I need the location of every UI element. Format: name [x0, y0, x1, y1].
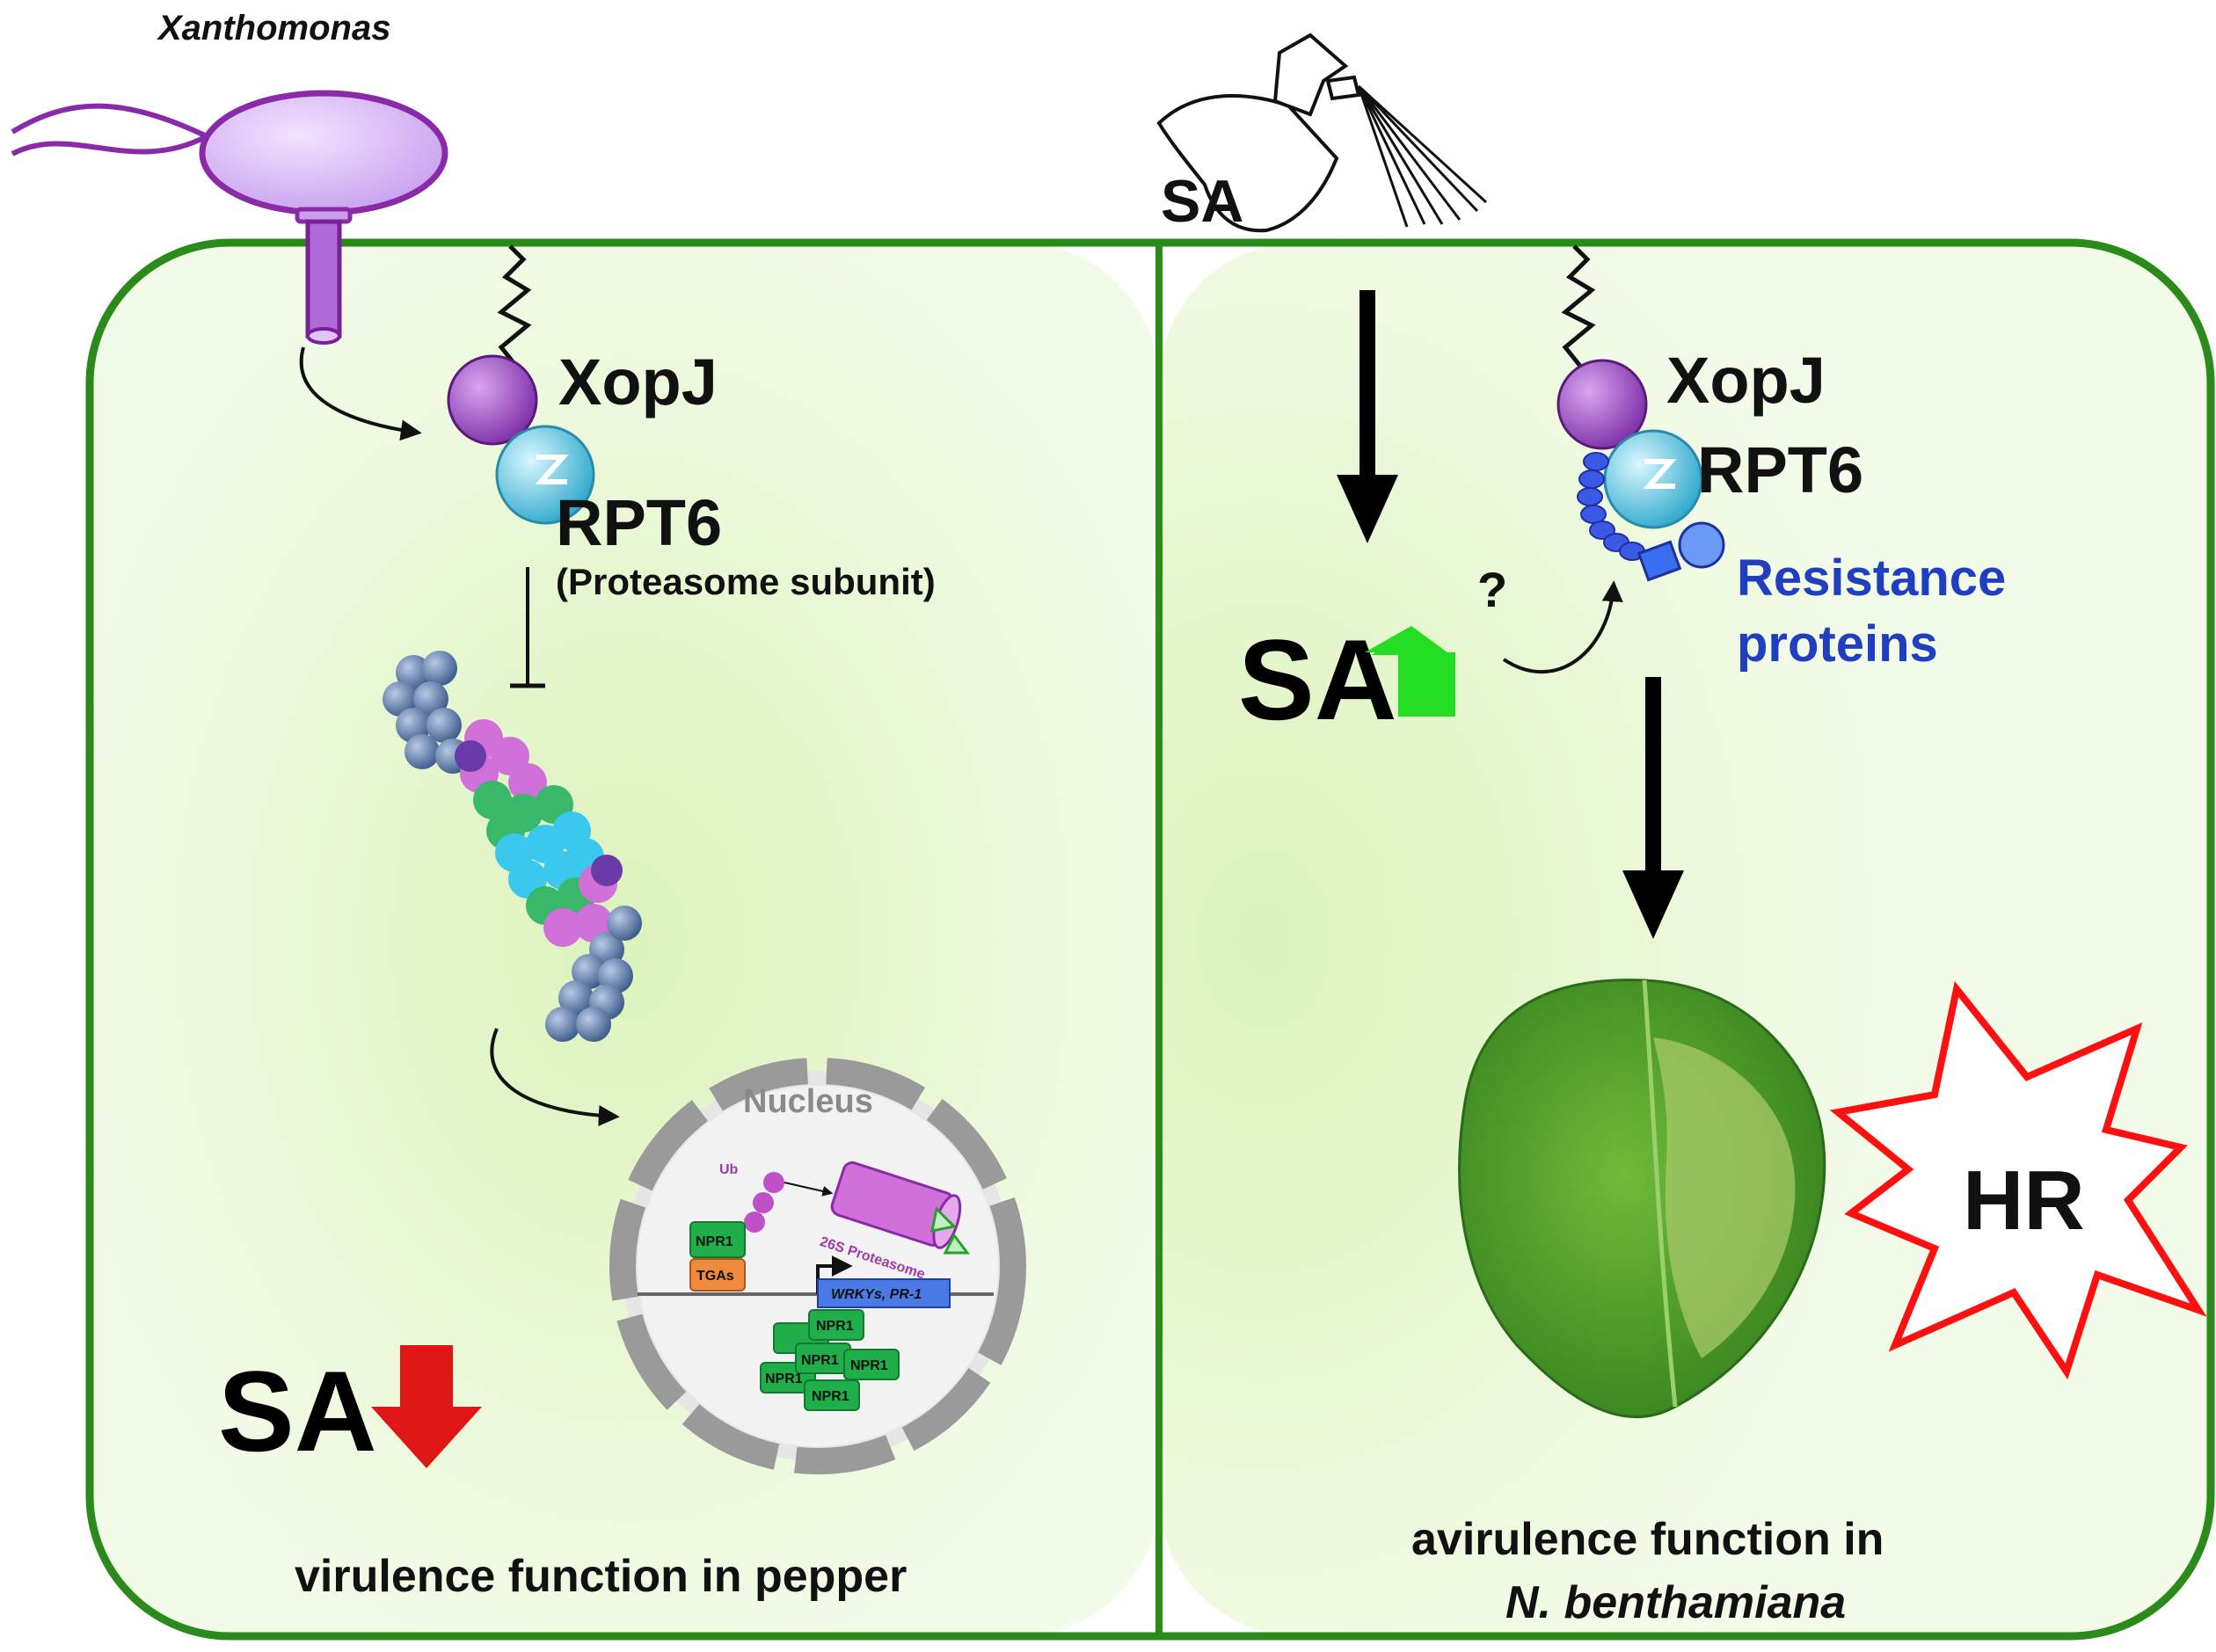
- sa-up-arrow-head: [1372, 626, 1451, 655]
- spray-mist-icon: [1357, 84, 1488, 228]
- right-panel: SA SA ? XopJ RPT6 Resistance proteins: [1156, 33, 2207, 1628]
- npr1-label: NPR1: [696, 1234, 733, 1249]
- xopj-tail-icon: [497, 244, 532, 371]
- left-sa-label: SA: [218, 1347, 377, 1475]
- spray-bottle-icon: [1156, 33, 1488, 233]
- degraded-fragment-icon: [930, 1205, 958, 1233]
- leaf-midrib-icon: [1642, 979, 1678, 1408]
- hr-burst-icon: [1829, 980, 2207, 1380]
- npr1-oligomer-label-1: NPR1: [816, 1319, 854, 1334]
- npr1-box: [689, 1221, 746, 1258]
- left-caption: virulence function in pepper: [295, 1551, 907, 1602]
- left-rpt6-label: RPT6: [556, 486, 722, 559]
- bacterium-body-icon: [199, 90, 448, 216]
- right-lightning-icon: [1643, 459, 1677, 489]
- ub-label: Ub: [719, 1162, 739, 1177]
- xopj-effector-icon: [447, 354, 538, 446]
- tgas-label: TGAs: [696, 1269, 734, 1284]
- needle-tip-icon: [306, 327, 341, 345]
- right-xopj-label: XopJ: [1666, 344, 1826, 417]
- sa-to-complex-arrow: [1502, 580, 1623, 674]
- tgas-box: [689, 1258, 746, 1292]
- cell-wall: [85, 238, 2215, 1641]
- rpt6-note-label: (Proteasome subunit): [556, 561, 936, 602]
- npr1-oligomer-icon: [760, 1309, 900, 1411]
- ub-chain-icon: [763, 1172, 784, 1193]
- resistance-label-2: proteins: [1737, 615, 1938, 673]
- pathogen-label: Xanthomonas: [157, 9, 390, 47]
- secretion-needle-icon: [305, 219, 342, 338]
- ub-to-proteasome-arrow: [784, 1182, 834, 1197]
- right-xopj-tail-icon: [1561, 244, 1596, 371]
- benthamiana-leaf-icon: [1458, 979, 1826, 1419]
- left-xopj-label: XopJ: [558, 346, 718, 418]
- npr1-oligomer-label-2: NPR1: [801, 1353, 839, 1368]
- nucleus-label: Nucleus: [743, 1083, 873, 1120]
- nucleus: Nucleus Ub 26S Proteasome NPR1 TGAs WRKY…: [609, 1058, 1026, 1474]
- hr-induction-arrowhead: [1622, 870, 1684, 939]
- xanthomonas-bacterium: Xanthomonas: [11, 9, 448, 345]
- right-caption-line1: avirulence function in: [1411, 1514, 1884, 1565]
- to-nucleus-arrow: [490, 1028, 620, 1127]
- right-rpt6-label: RPT6: [1697, 433, 1863, 506]
- flagellum-icon: [11, 103, 208, 156]
- sa-spray-label: SA: [1161, 168, 1243, 235]
- sa-down-arrow-icon: [371, 1345, 482, 1468]
- injection-arrow: [299, 346, 422, 441]
- npr1-oligomer-label-4: NPR1: [765, 1372, 803, 1386]
- degraded-fragment-icon-2: [943, 1233, 970, 1255]
- right-xopj-effector-icon: [1556, 359, 1648, 450]
- right-caption-line2: N. benthamiana: [1505, 1577, 1846, 1628]
- hr-label: HR: [1963, 1153, 2085, 1248]
- target-genes-label: WRKYs, PR-1: [831, 1287, 922, 1302]
- ub-chain-icon-3: [744, 1212, 765, 1233]
- necrotic-area-icon: [1653, 1037, 1796, 1358]
- question-mark-label: ?: [1477, 562, 1507, 617]
- resistance-protein-icon: [1577, 452, 1725, 582]
- npr1-oligomer-label-3: NPR1: [850, 1358, 888, 1373]
- target-genes-box: [817, 1278, 951, 1308]
- npr1-oligomer-label-5: NPR1: [812, 1389, 849, 1404]
- sa-induction-arrowhead: [1337, 475, 1398, 543]
- right-sa-label: SA: [1238, 615, 1397, 744]
- left-panel: XopJ RPT6 (Proteasome subunit): [218, 244, 1026, 1602]
- resistance-label-1: Resistance: [1737, 549, 2006, 607]
- ub-chain-icon-2: [753, 1192, 774, 1213]
- lightning-icon: [535, 455, 569, 484]
- proteasome-complex-icon: [383, 651, 642, 1042]
